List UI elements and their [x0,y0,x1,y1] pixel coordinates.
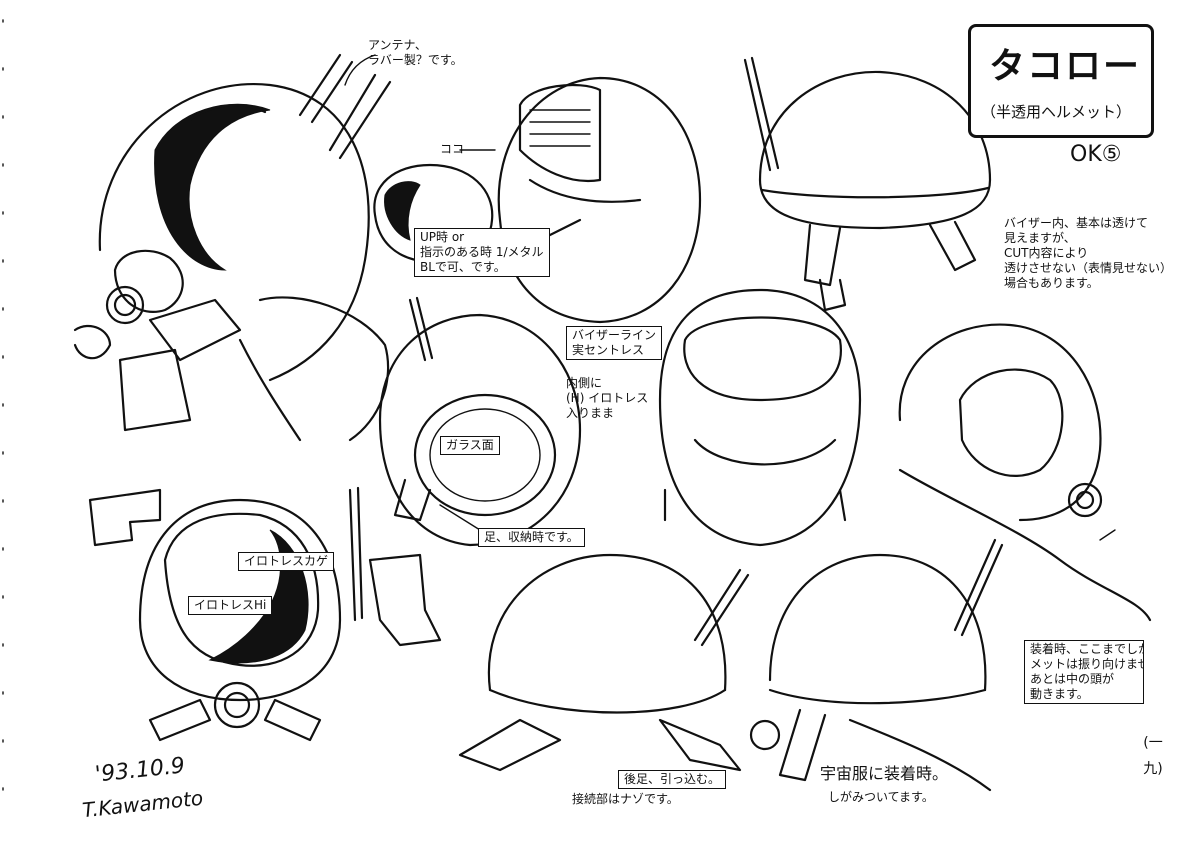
note-wearing: 宇宙服に装着時。 [820,764,949,783]
helmet-side-view-legs [743,56,992,312]
helmet-glass-face-view [378,296,582,547]
page-number: (一九) [1143,735,1163,777]
helmet-rear-view [497,76,702,324]
approval-mark: OK⑤ [1070,142,1122,167]
helmet-front-open-view [658,288,862,547]
decorative-lettering [88,488,442,647]
note-koko: ココ [440,142,465,156]
helmet-three-quarter-view [73,53,392,442]
helmet-side-view-worn [749,538,1004,792]
note-glass: ガラス面 [440,436,500,455]
note-antenna: アンテナ、 ラバー製？です。 [368,38,463,67]
page-subtitle: （半透用ヘルメット） [981,103,1132,121]
note-legs: 足、収納時です。 [478,528,585,547]
note-retract: 後足、引っ込む。 [618,770,727,789]
note-visor-line: バイザーライン 実セントレス [566,326,663,360]
note-irotoresu-kage: イロトレスカゲ [238,552,335,571]
helmet-small-side-view [373,163,494,264]
note-inner-side: 内側に (H) イロトレス 入りまま [566,376,649,420]
note-joint: 接続部はナゾです。 [572,792,679,806]
page-title: タコロー [989,46,1142,87]
note-up-shot: UP時 or 指示のある時 1/メタル BLで可、です。 [414,228,550,277]
note-turning: 装着時、ここまでしか メットは振り向けませ あとは中の頭が 動きます。 [1024,640,1144,704]
helmet-worn-character-view [898,323,1152,622]
helmet-side-view-retracted [458,553,750,772]
note-irotoresu-hi: イロトレスHi [188,596,273,615]
note-clinging: しがみついてます。 [828,790,934,804]
title-box: タコロー （半透用ヘルメット） [968,24,1154,138]
note-visor: バイザー内、基本は透けて 見えますが、 CUT内容により 透けさせない（表情見せ… [1004,216,1173,290]
